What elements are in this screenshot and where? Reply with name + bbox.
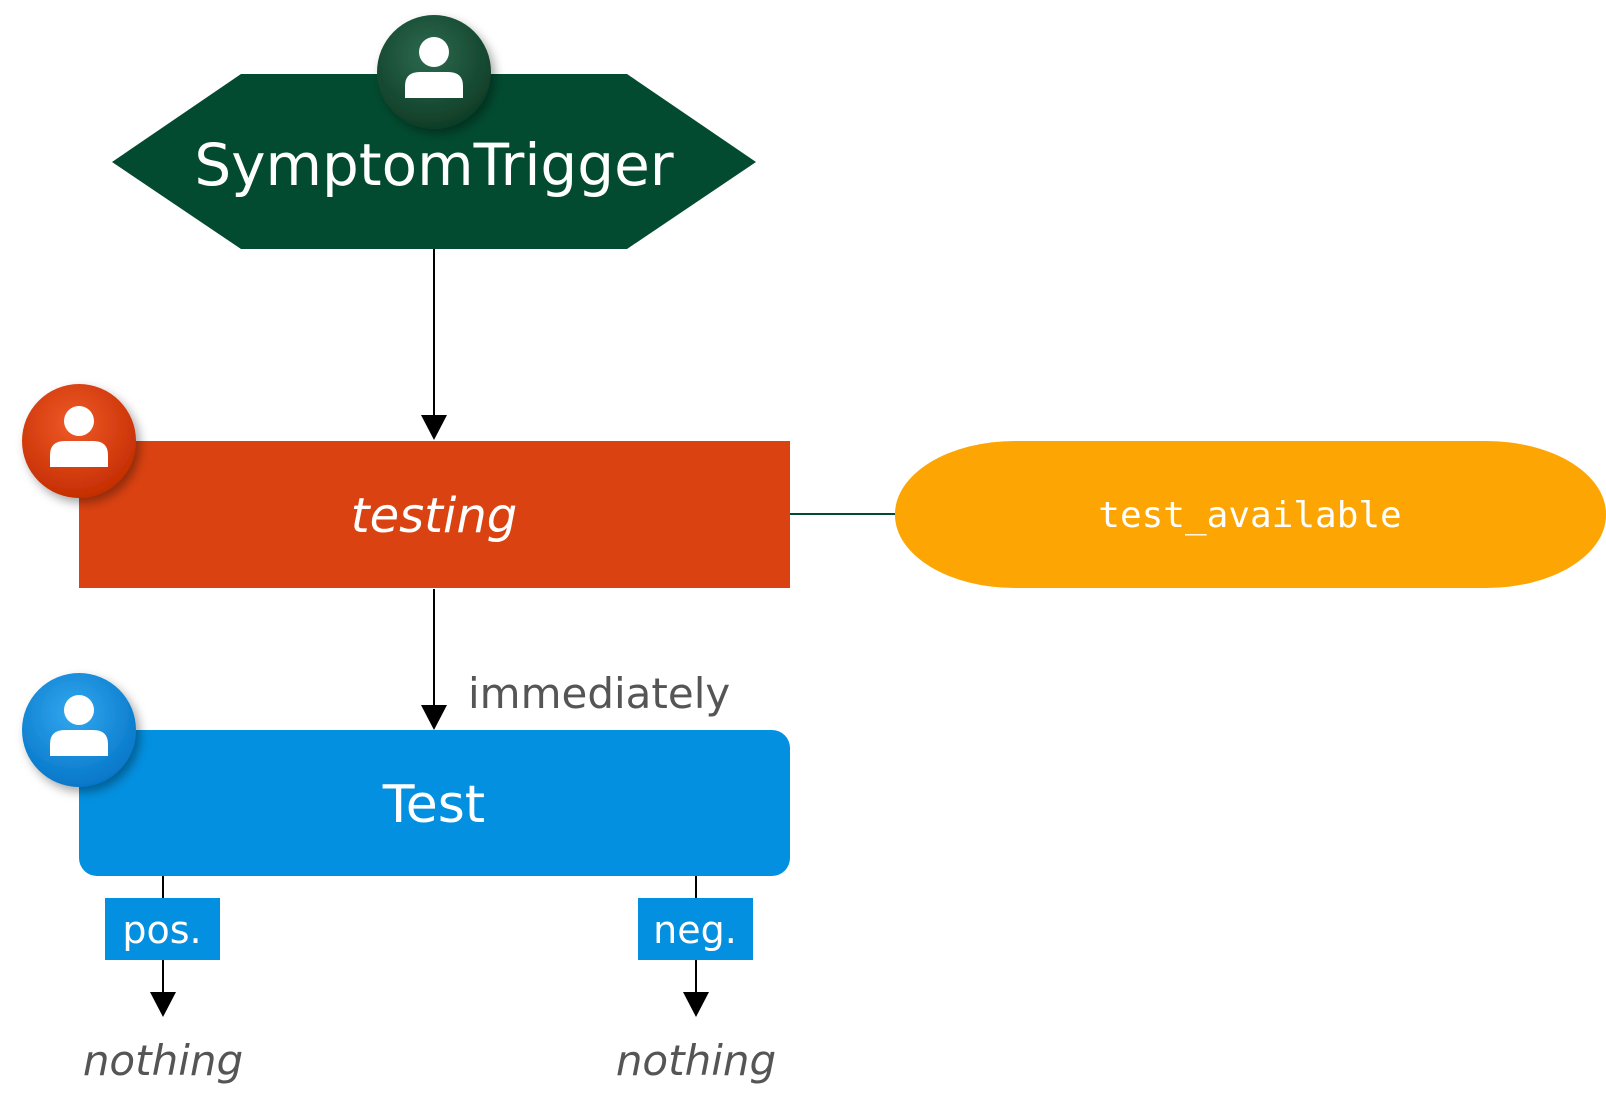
- resource-node[interactable]: [895, 441, 1606, 588]
- trigger-person-icon: [377, 15, 491, 129]
- arrowhead-test: [421, 705, 447, 730]
- trigger-label: SymptomTrigger: [194, 131, 673, 199]
- state-node-testing[interactable]: [79, 441, 790, 588]
- state-label: testing: [351, 488, 517, 544]
- event-node-test[interactable]: [79, 730, 790, 876]
- trigger-node[interactable]: [112, 74, 756, 249]
- outcome-neg-label: nothing: [616, 1036, 776, 1085]
- arrowhead-neg: [683, 992, 709, 1017]
- state-person-icon: [22, 384, 136, 498]
- arrowhead-testing: [421, 415, 447, 440]
- event-label: Test: [382, 775, 485, 835]
- resource-label: test_available: [1098, 495, 1401, 536]
- outcome-pos-label: nothing: [83, 1036, 243, 1085]
- event-person-icon: [22, 673, 136, 787]
- arrowhead-pos: [150, 992, 176, 1017]
- branch-pos-label: pos.: [122, 908, 201, 952]
- branch-neg-label: neg.: [653, 908, 737, 952]
- delay-label: immediately: [468, 669, 730, 718]
- branch-neg-badge: [638, 898, 753, 960]
- branch-pos-badge: [105, 898, 220, 960]
